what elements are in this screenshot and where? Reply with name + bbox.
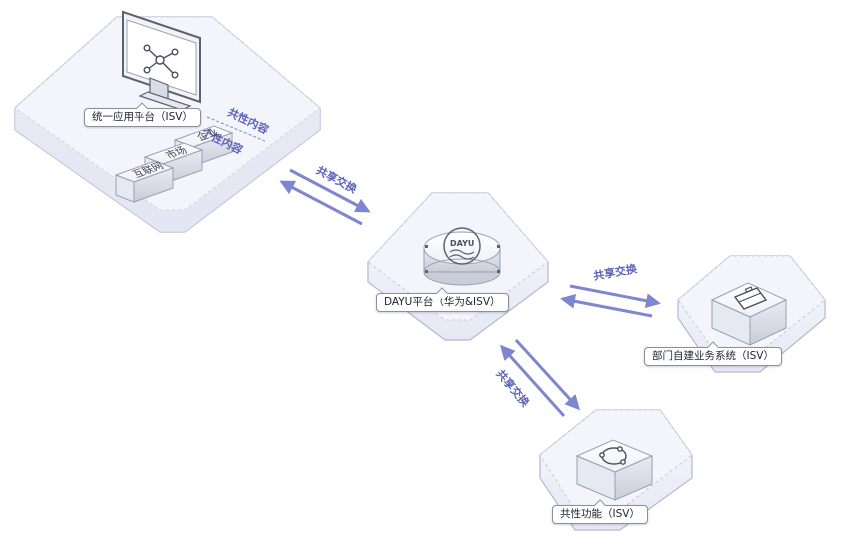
arrow-to-dayu-from-bottom [499, 344, 566, 418]
cycle-icon [599, 446, 627, 465]
arrows-bottom [499, 338, 581, 418]
arrow-to-dept-system [569, 284, 661, 309]
common-function-label: 共性功能（ISV） [552, 505, 648, 524]
dept-system-label: 部门自建业务系统（ISV） [644, 347, 782, 366]
arrow-to-dayu-from-right [560, 293, 653, 318]
arrows-right [560, 284, 661, 318]
block-internet [114, 160, 175, 203]
dayu-platform-label: DAYU平台（华为&ISV） [376, 293, 509, 312]
arrow-to-common-function [514, 338, 581, 411]
arrows-top-left [279, 168, 371, 226]
content-divider [206, 116, 266, 142]
arrow-to-unified-platform [279, 180, 363, 226]
dayu-logo-text: DAYU [450, 239, 475, 248]
common-function-cube [575, 439, 654, 501]
briefcase-icon [733, 286, 768, 310]
dayu-server [423, 227, 501, 286]
monitor-icon [122, 10, 201, 111]
unified-platform-label: 统一应用平台（ISV） [84, 108, 201, 127]
arrow-to-dayu [289, 168, 371, 213]
